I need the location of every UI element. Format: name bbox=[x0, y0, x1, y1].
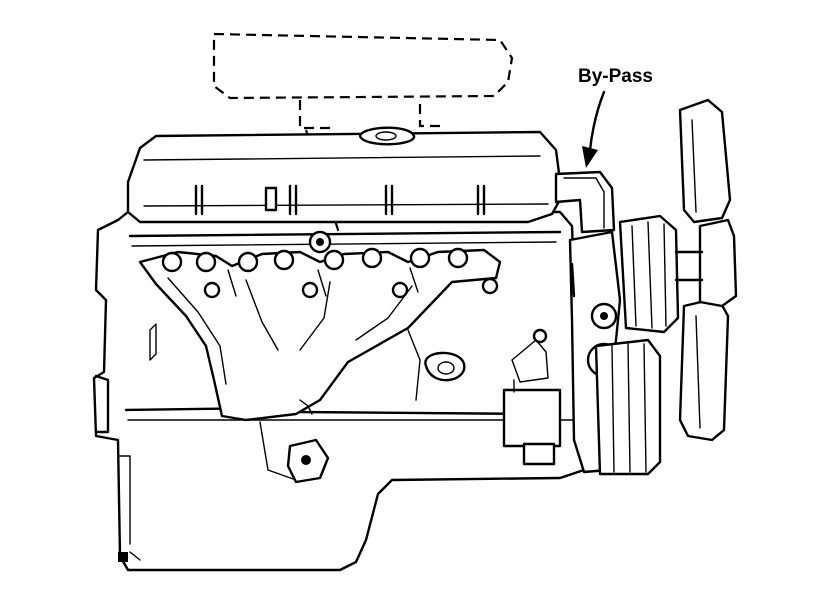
bypass-label: By-Pass bbox=[578, 66, 653, 87]
oil-pan-details bbox=[259, 399, 330, 484]
valve-cover bbox=[126, 126, 564, 224]
cylinder-head bbox=[128, 230, 562, 254]
bypass-arrow bbox=[582, 90, 606, 168]
bypass-hose bbox=[554, 170, 616, 298]
exhaust-manifold bbox=[138, 247, 502, 422]
fuel-pump bbox=[407, 328, 562, 466]
crank-and-pump-pulleys bbox=[594, 214, 680, 476]
cooling-fan bbox=[674, 98, 738, 442]
